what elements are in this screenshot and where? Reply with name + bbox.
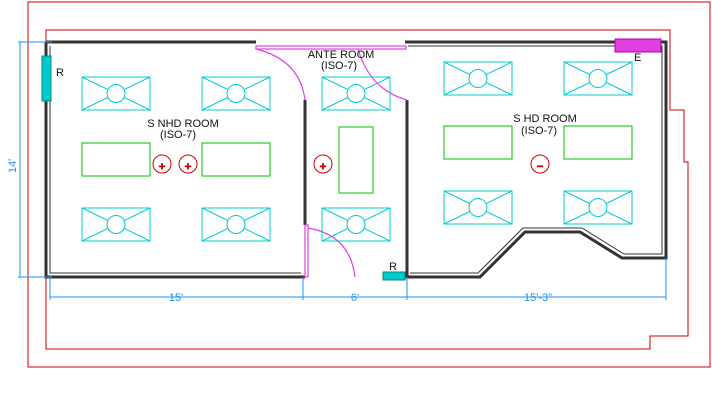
walls bbox=[44, 40, 668, 279]
hd-room-class: (ISO-7) bbox=[521, 125, 557, 137]
door-swing-nhd bbox=[255, 48, 306, 101]
workbench bbox=[563, 125, 633, 160]
door-swing-hd bbox=[357, 48, 408, 101]
workbench bbox=[81, 142, 151, 177]
dimension-lines bbox=[18, 41, 667, 300]
hepa-filter-icon bbox=[563, 61, 633, 96]
pressure-indicator-icon: + bbox=[178, 154, 198, 174]
dim-nhd-width: 15' bbox=[169, 292, 183, 304]
marker-r-left-label: R bbox=[56, 67, 64, 79]
fixtures-layer bbox=[81, 61, 633, 242]
svg-text:+: + bbox=[320, 161, 326, 173]
ante-room-name: ANTE ROOM bbox=[308, 49, 375, 61]
hepa-filter-icon bbox=[81, 76, 151, 111]
pressure-indicator-icon: − bbox=[530, 154, 550, 174]
door-swing-ante-bottom bbox=[307, 227, 356, 278]
pressure-indicator-icon: + bbox=[152, 154, 172, 174]
workbench bbox=[201, 142, 271, 177]
workbench bbox=[338, 126, 374, 194]
site-boundary bbox=[45, 29, 689, 350]
workbench bbox=[443, 125, 513, 160]
marker-e-block bbox=[614, 38, 662, 53]
hepa-filter-icon bbox=[443, 190, 513, 225]
marker-r-bottom-block bbox=[382, 271, 406, 281]
door-leaf-ante-bottom bbox=[304, 224, 309, 278]
svg-text:+: + bbox=[159, 161, 165, 173]
nhd-room-name: S NHD ROOM bbox=[147, 118, 219, 130]
pressure-indicator-icon: + bbox=[313, 154, 333, 174]
svg-text:+: + bbox=[185, 161, 191, 173]
dim-hd-width: 15'-3" bbox=[524, 292, 552, 304]
svg-text:−: − bbox=[537, 161, 543, 173]
hepa-filter-icon bbox=[321, 207, 391, 242]
hepa-filter-icon bbox=[563, 190, 633, 225]
hepa-filter-icon bbox=[201, 76, 271, 111]
dim-height: 14' bbox=[7, 159, 19, 173]
inner-wall-line bbox=[49, 45, 663, 274]
tables-layer bbox=[81, 125, 633, 194]
hepa-filter-icon bbox=[201, 207, 271, 242]
hepa-filter-icon bbox=[443, 61, 513, 96]
marker-r-left-block bbox=[41, 55, 52, 102]
ante-room-class: (ISO-7) bbox=[321, 60, 357, 72]
nhd-room-class: (ISO-7) bbox=[160, 129, 196, 141]
hd-room-name: S HD ROOM bbox=[513, 113, 577, 125]
pressure-indicators: + + + − bbox=[152, 154, 550, 174]
dim-ante-width: 6' bbox=[351, 292, 359, 304]
marker-r-bottom-label: R bbox=[389, 261, 397, 273]
hepa-filter-icon bbox=[81, 207, 151, 242]
drawing-frame bbox=[27, 1, 711, 368]
marker-e-label: E bbox=[634, 52, 641, 64]
door-leaf-ante-top bbox=[255, 45, 407, 50]
hepa-filter-icon bbox=[321, 76, 391, 111]
doors bbox=[255, 45, 408, 278]
